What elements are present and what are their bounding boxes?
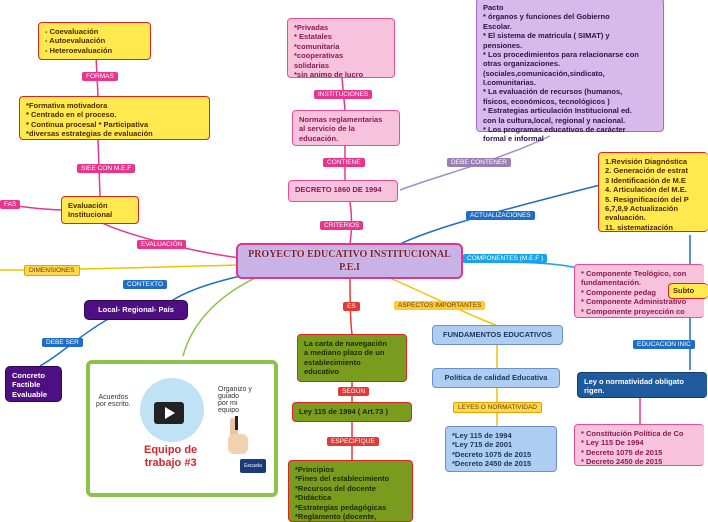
edge-label-formas: FORMAS [82,72,118,81]
image-caption: Equipo de trabajo #3 [144,444,198,469]
edge-componentes [461,261,586,271]
edge-label-segun: SEGÚN [338,387,370,396]
node-normas[interactable]: Normas reglamentarias al servicio de la … [292,110,400,146]
node-decreto-1860[interactable]: DECRETO 1860 DE 1994 [288,180,398,202]
node-ley-115[interactable]: Ley 115 de 1994 ( Art.73 ) [292,402,412,422]
escuela-logo: Escuela [240,459,266,473]
edge-label-actualizaciones: ACTUALIZACIONES [466,211,535,220]
node-constitucion[interactable]: * Constitución Política de Co * Ley 115 … [574,424,704,466]
edge-label-debe-contener: DEBE CONTENER [447,158,511,167]
edge-label-educacion: EDUCACION INIC [633,340,695,349]
node-autoevaluacion[interactable]: - Coevaluación - Autoevaluación - Hetero… [38,22,151,60]
node-fundamentos[interactable]: FUNDAMENTOS EDUCATIVOS [432,325,563,345]
edge-label-aspectos: ASPECTOS IMPORTANTES [394,301,486,310]
central-topic[interactable]: PROYECTO EDUCATIVO INSTITUCIONAL P.E.I [236,243,463,279]
central-title: PROYECTO EDUCATIVO INSTITUCIONAL P.E.I [248,249,451,273]
edge-label-criterios: CRITERIOS [320,221,364,230]
edge-dimensiones [0,264,241,271]
video-player-icon[interactable] [154,402,184,424]
edge-label-evaluacion: EVALUACIÓN [137,240,187,249]
edge-label-leyes: LEYES O NORMATIVIDAD [453,402,542,413]
node-concreto[interactable]: Concreto Factible Evaluable [5,366,62,402]
edge-label-instituciones: INSTITUCIONES [314,90,373,99]
node-politica-calidad[interactable]: Política de calidad Educativa [432,368,560,388]
edge-actualizaciones [399,184,601,245]
edge-gallery [182,277,256,357]
edge-label-contiene: CONTIENE [323,158,365,167]
image-left-text: Acuerdos por escrito. [96,394,131,408]
image-card-equipo[interactable]: Acuerdos por escrito. Organizo y guiado … [86,360,278,497]
node-ley-normatividad[interactable]: Ley o normatividad obligato rigen. [577,372,707,398]
node-leyes-lista[interactable]: *Ley 115 de 1994 *Ley 715 de 2001 *Decre… [445,426,557,472]
node-formativa[interactable]: *Formativa motivadora * Centrado en el p… [19,96,210,140]
hand-marker-icon [226,416,252,456]
edge-label-debe-ser: DEBE SER [42,338,83,347]
edge-label-es: ES [343,302,360,311]
edge-contexto [169,274,246,303]
image-right-text: Organizo y guiado por mi equipo [218,386,252,414]
node-carta-navegacion[interactable]: La carta de navegación a mediano plazo d… [297,334,407,382]
edge-label-especifique: ESPECIFIQUE [327,437,379,446]
node-revision[interactable]: 1.Revisión Diagnóstica 2. Generación de … [598,152,708,232]
edge-label-componentes: COMPONENTES (M.E.F ) [463,254,548,263]
node-privadas[interactable]: *Privadas * Estatales *comunitaria *coop… [287,18,395,79]
edge-label-siee: SIEE CON M.E.F [77,164,136,173]
node-pacto[interactable]: Pacto * órganos y funciones del Gobierno… [476,0,664,143]
edge-label-contexto: CONTEXTO [123,280,167,289]
node-principios[interactable]: *Principios *Fines del establecimiento *… [288,460,413,522]
node-componente-teologico[interactable]: * Componente Teológico, con fundamentaci… [574,264,704,318]
node-subtopic[interactable]: Subto [668,283,708,299]
node-local-regional-pais[interactable]: Local- Regional- País [84,300,188,320]
edge-label-formas-left: FAS [0,200,21,209]
edge-label-dimensiones: DIMENSIONES [24,265,80,276]
node-evaluacion-institucional[interactable]: Evaluación Institucional [61,196,139,224]
